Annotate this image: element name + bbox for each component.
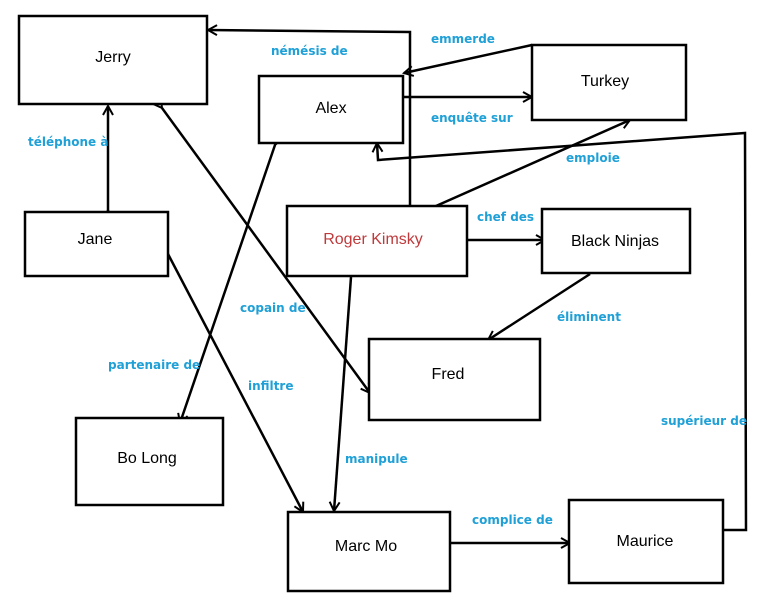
node-jerry-label: Jerry — [95, 49, 131, 66]
edge-labels-layer: némésis de emmerde enquête sur emploie t… — [28, 32, 747, 527]
edge-alex-partenaire-bolong — [180, 145, 275, 423]
node-maurice[interactable]: Maurice — [567, 498, 725, 585]
label-eliminent: éliminent — [557, 310, 621, 324]
node-bo-long-label: Bo Long — [117, 450, 177, 467]
node-marc-mo-box — [286, 510, 452, 593]
edge-jane-infiltre-marcmo — [166, 253, 303, 512]
node-fred[interactable]: Fred — [367, 337, 542, 422]
label-copain-de: copain de — [240, 301, 306, 315]
node-turkey-box — [530, 43, 688, 122]
node-roger-kimsky[interactable]: Roger Kimsky — [285, 204, 469, 278]
label-telephone-a: téléphone à — [28, 135, 108, 149]
nodes-layer: Jerry Alex Turkey Jane Roger Kimsky Blac… — [17, 14, 725, 593]
label-infiltre: infiltre — [248, 379, 293, 393]
edges-layer — [108, 30, 748, 543]
node-jerry[interactable]: Jerry — [17, 14, 209, 106]
node-black-ninjas[interactable]: Black Ninjas — [540, 207, 692, 275]
node-bo-long-box — [74, 416, 225, 507]
edge-maurice-superieur-alex — [377, 131, 748, 532]
edge-roger-manipule-marcmo — [334, 276, 353, 511]
node-alex[interactable]: Alex — [257, 74, 405, 145]
node-jane-box — [23, 210, 170, 278]
label-emmerde: emmerde — [431, 32, 495, 46]
node-black-ninjas-box — [540, 207, 692, 275]
node-turkey[interactable]: Turkey — [530, 43, 688, 122]
edge-blackninjas-eliminent-fred — [488, 272, 591, 340]
label-emploie: emploie — [566, 151, 620, 165]
label-manipule: manipule — [345, 452, 408, 466]
label-partenaire-de: partenaire de — [108, 358, 200, 372]
node-marc-mo-label: Marc Mo — [335, 538, 397, 555]
label-chef-des: chef des — [477, 210, 534, 224]
node-alex-box — [257, 74, 405, 145]
label-complice-de: complice de — [472, 513, 553, 527]
edge-roger-nemesis-jerry — [208, 30, 412, 206]
node-marc-mo[interactable]: Marc Mo — [286, 510, 452, 593]
node-turkey-label: Turkey — [581, 73, 629, 90]
node-roger-kimsky-label: Roger Kimsky — [323, 231, 423, 248]
label-superieur-de: supérieur de — [661, 414, 747, 428]
node-maurice-box — [567, 498, 725, 585]
node-roger-kimsky-box — [285, 204, 469, 278]
node-jane-label: Jane — [78, 231, 113, 248]
label-nemesis-de: némésis de — [271, 44, 348, 58]
node-black-ninjas-label: Black Ninjas — [571, 233, 659, 250]
node-bo-long[interactable]: Bo Long — [74, 416, 225, 507]
node-fred-box — [367, 337, 542, 422]
edge-turkey-emmerde-alex — [404, 43, 533, 73]
edge-roger-emploie-turkey — [435, 120, 630, 208]
node-fred-label: Fred — [432, 366, 465, 383]
node-jane[interactable]: Jane — [23, 210, 170, 278]
label-enquete-sur: enquête sur — [431, 111, 513, 125]
node-maurice-label: Maurice — [617, 533, 674, 550]
node-jerry-box — [17, 14, 209, 106]
node-alex-label: Alex — [315, 100, 346, 117]
